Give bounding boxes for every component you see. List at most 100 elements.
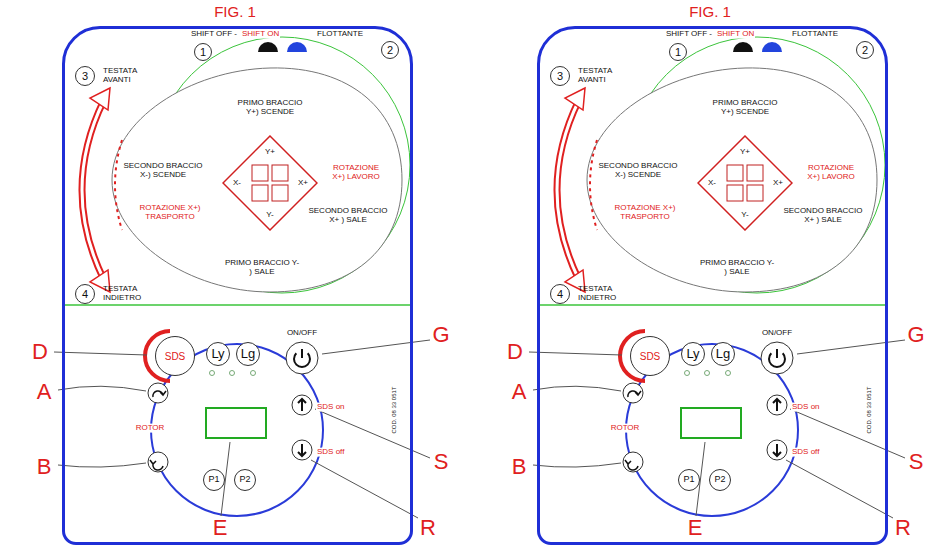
joystick-key — [747, 165, 763, 181]
button-text: 4 — [557, 288, 563, 300]
button-label: ROTOR — [135, 424, 166, 433]
lg-button: Lg — [711, 342, 735, 366]
axis-label: Y+ — [265, 148, 275, 157]
switch-label: FLOTTANTE — [316, 30, 364, 39]
callout-letter: A — [512, 380, 527, 404]
button-label: ON/OFF — [761, 329, 793, 338]
code-number: COD. 08 33 051T — [391, 386, 398, 433]
function-label: SECONDO BRACCIO X+ ) SALE — [781, 207, 865, 225]
figure-title: FIG. 1 — [214, 4, 256, 21]
callout-letter: S — [909, 450, 924, 474]
joystick-key — [272, 165, 288, 181]
function-label: PRIMO BRACCIO Y+) SCENDE — [231, 99, 309, 117]
switch-label: SHIFT ON — [716, 30, 755, 39]
function-label: SECONDO BRACCIO X-) SCENDE — [596, 162, 680, 180]
function-label: TESTATA AVANTI — [102, 67, 148, 85]
callout-number: 4 — [75, 284, 95, 304]
callout-number: 3 — [550, 66, 570, 86]
axis-label: X- — [233, 179, 241, 188]
button-text: Lg — [241, 347, 255, 361]
button-text: 3 — [82, 70, 88, 82]
function-label: ROTAZIONE X+) TRASPORTO — [609, 204, 681, 222]
function-label: PRIMO BRACCIO Y+) SCENDE — [706, 99, 784, 117]
p2-button: P2 — [234, 469, 256, 491]
button-text: P1 — [683, 475, 694, 485]
control-panel: FIG. 11234Y+X-X+Y-SDSLyLgP1P2SHIFT OFF -… — [62, 26, 413, 545]
button-label: SDS off — [791, 448, 820, 457]
callout-number: 4 — [550, 284, 570, 304]
sds-button: SDS — [630, 336, 670, 376]
callout-letter: E — [688, 516, 703, 540]
function-label: TESTATA INDIETRO — [577, 285, 625, 303]
switch-label: FLOTTANTE — [791, 30, 839, 39]
callout-letter: R — [420, 516, 436, 540]
button-text: SDS — [640, 351, 661, 362]
joystick-key — [252, 185, 268, 201]
joystick-diamond: Y+X-X+Y- — [697, 135, 793, 231]
joystick-key — [272, 185, 288, 201]
button-text: 2 — [862, 44, 868, 56]
axis-label: Y- — [266, 211, 273, 220]
panel-art — [529, 37, 905, 518]
axis-label: X+ — [773, 179, 783, 188]
callout-number: 1 — [669, 43, 687, 61]
ly-button: Ly — [681, 342, 705, 366]
callout-letter: D — [32, 340, 48, 364]
callout-letter: B — [37, 455, 52, 479]
code-number: COD. 08 33 051T — [866, 386, 873, 433]
function-label: TESTATA INDIETRO — [102, 285, 150, 303]
button-text: 1 — [675, 46, 681, 58]
callout-letter: B — [512, 455, 527, 479]
p2-button: P2 — [709, 469, 731, 491]
panel-art — [54, 37, 430, 518]
button-text: 4 — [82, 288, 88, 300]
diamond-shape — [698, 136, 792, 230]
p1-button: P1 — [203, 469, 225, 491]
callout-number: 2 — [856, 41, 874, 59]
button-text: Ly — [211, 347, 224, 361]
function-label: ROTAZIONE X+) LAVORO — [802, 164, 860, 182]
switch-label: SHIFT OFF - — [190, 30, 238, 39]
function-label: PRIMO BRACCIO Y- ) SALE — [698, 259, 776, 277]
axis-label: X- — [708, 179, 716, 188]
function-label: SECONDO BRACCIO X-) SCENDE — [121, 162, 205, 180]
axis-label: X+ — [298, 179, 308, 188]
p1-button: P1 — [678, 469, 700, 491]
function-label: SECONDO BRACCIO X+ ) SALE — [306, 207, 390, 225]
button-label: SDS on — [791, 403, 821, 412]
function-label: ROTAZIONE X+) TRASPORTO — [134, 204, 206, 222]
button-text: P2 — [239, 475, 250, 485]
button-text: SDS — [165, 351, 186, 362]
callout-number: 3 — [75, 66, 95, 86]
button-text: P1 — [208, 475, 219, 485]
callout-letter: A — [37, 380, 52, 404]
callout-letter: G — [907, 323, 924, 347]
callout-letter: D — [507, 340, 523, 364]
switch-label: SHIFT ON — [241, 30, 280, 39]
function-label: TESTATA AVANTI — [577, 67, 623, 85]
callout-letter: R — [895, 516, 911, 540]
joystick-key — [727, 185, 743, 201]
button-text: 3 — [557, 70, 563, 82]
button-text: Lg — [716, 347, 730, 361]
joystick-diamond: Y+ X- X+ Y- — [222, 135, 318, 231]
button-label: ON/OFF — [286, 329, 318, 338]
control-panel: FIG. 11234Y+X-X+Y-SDSLyLgP1P2SHIFT OFF -… — [537, 26, 888, 545]
figure-title: FIG. 1 — [689, 4, 731, 21]
button-text: 2 — [387, 44, 393, 56]
diamond-shape — [223, 136, 317, 230]
switch-label: SHIFT OFF - — [665, 30, 713, 39]
lg-button: Lg — [236, 342, 260, 366]
joystick-key — [252, 165, 268, 181]
button-text: P2 — [714, 475, 725, 485]
button-text: 1 — [200, 46, 206, 58]
callout-letter: S — [434, 450, 449, 474]
callout-number: 2 — [381, 41, 399, 59]
button-label: SDS on — [316, 403, 346, 412]
joystick-key — [727, 165, 743, 181]
button-text: Ly — [686, 347, 699, 361]
sds-button: SDS — [155, 336, 195, 376]
ly-button: Ly — [206, 342, 230, 366]
